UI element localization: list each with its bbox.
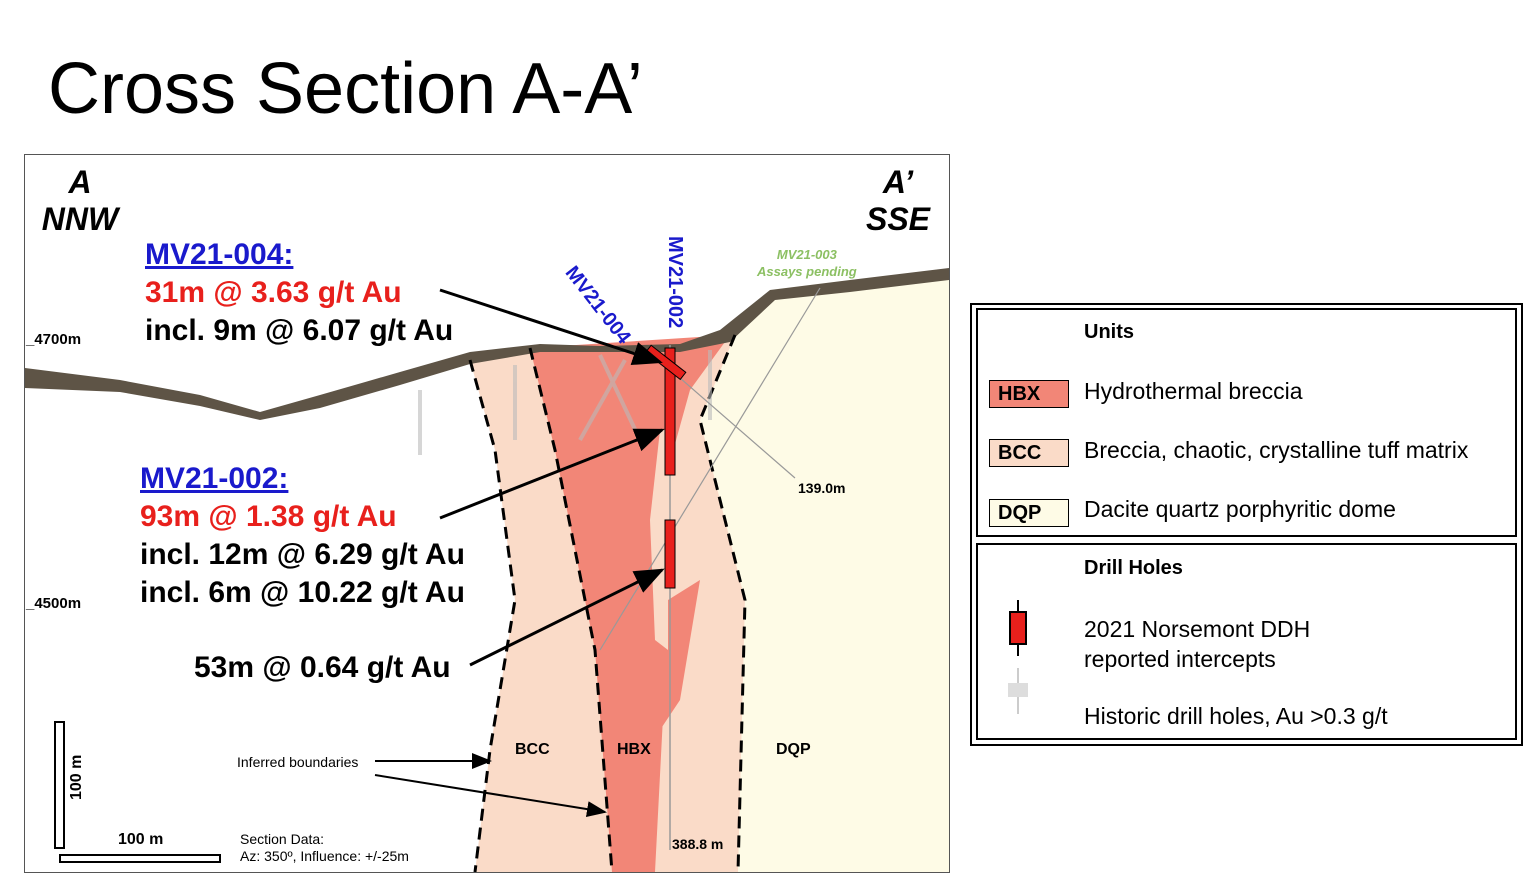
mv21-004-intercept-text: MV21-004: 31m @ 3.63 g/t Au incl. 9m @ 6… (145, 236, 453, 350)
unit-label-dqp: DQP (776, 741, 811, 758)
legend-ddh-line2: reported intercepts (1084, 646, 1276, 672)
section-end-label: A’ SSE (858, 164, 938, 238)
mv21-004-name: MV21-004: (145, 238, 294, 271)
elevation-4500: _4500m (26, 595, 82, 612)
legend-ddh-line1: 2021 Norsemont DDH (1084, 616, 1311, 642)
mv21-002-main: 93m @ 1.38 g/t Au (140, 500, 397, 533)
legend-units (976, 308, 1517, 537)
swatch-bcc: BCC (989, 439, 1069, 467)
mv21-002-incl-1: incl. 12m @ 6.29 g/t Au (140, 538, 465, 571)
mv21-002-intercept-text: MV21-002: 93m @ 1.38 g/t Au incl. 12m @ … (140, 460, 465, 612)
dqp-unit (700, 272, 949, 872)
legend-units-title: Units (1084, 321, 1134, 343)
mv21-004-trace (680, 378, 795, 478)
section-data-title: Section Data: (240, 831, 325, 847)
depth-388: 388.8 m (672, 836, 724, 852)
mv21-002-intercept-upper (665, 348, 675, 475)
elevation-4700: _4700m (26, 331, 82, 348)
mv21-002-intercept-lower (665, 520, 675, 588)
inferred-boundaries-label: Inferred boundaries (237, 754, 359, 770)
historic-hole-legend-icon (1008, 668, 1028, 714)
horizontal-scale-bar (60, 855, 220, 862)
section-end-direction: SSE (865, 201, 931, 237)
vertical-scale-bar (55, 722, 64, 848)
ddh-legend-icon (1010, 600, 1026, 656)
legend-drill-holes (976, 543, 1517, 740)
vertical-scale-label: 100 m (68, 754, 85, 800)
boundary-hbx-west (530, 348, 612, 872)
arrow-mv21-002 (440, 430, 662, 518)
legend-bcc-label: Breccia, chaotic, crystalline tuff matri… (1084, 437, 1469, 463)
unit-label-bcc: BCC (515, 741, 550, 758)
legend-historic-label: Historic drill holes, Au >0.3 g/t (1084, 703, 1388, 729)
boundary-bcc-west (470, 360, 515, 872)
legend-drill-title: Drill Holes (1084, 557, 1183, 579)
cross-section-frame (24, 154, 950, 873)
arrow-lower (470, 570, 662, 665)
mv21-002-incl-2: incl. 6m @ 10.22 g/t Au (140, 576, 465, 609)
depth-139: 139.0m (798, 480, 846, 496)
bcc-sliver (650, 430, 668, 650)
mv21-004-main: 31m @ 3.63 g/t Au (145, 276, 402, 309)
swatch-dqp: DQP (989, 499, 1069, 527)
lower-intercept-text: 53m @ 0.64 g/t Au (194, 651, 451, 684)
mv21-003-label: MV21-003 Assays pending (757, 246, 857, 280)
swatch-hbx: HBX (989, 380, 1069, 408)
boundary-dqp (700, 335, 745, 872)
legend (970, 303, 1523, 746)
section-start-letter: A (68, 164, 92, 200)
horizontal-scale-label: 100 m (118, 831, 164, 848)
mv21-002-hole-label: MV21-002 (664, 236, 686, 329)
mv21-003-note: Assays pending (757, 264, 857, 279)
arrow-inferred-2 (375, 775, 605, 812)
section-start-direction: NNW (41, 201, 119, 237)
legend-ddh-label: 2021 Norsemont DDH reported intercepts (1084, 614, 1310, 674)
section-data: Section Data: Az: 350º, Influence: +/-25… (240, 831, 409, 865)
legend-dqp-label: Dacite quartz porphyritic dome (1084, 496, 1396, 522)
mv21-002-name: MV21-002: (140, 462, 289, 495)
topography (25, 268, 949, 420)
hbx-unit (530, 335, 730, 872)
section-end-letter: A’ (882, 164, 914, 200)
mv21-004-incl: incl. 9m @ 6.07 g/t Au (145, 314, 454, 347)
section-start-label: A NNW (40, 164, 120, 238)
legend-hbx-label: Hydrothermal breccia (1084, 378, 1303, 404)
mv21-003-name: MV21-003 (776, 247, 837, 262)
arrow-mv21-004 (440, 290, 660, 362)
section-data-values: Az: 350º, Influence: +/-25m (240, 848, 409, 864)
unit-label-hbx: HBX (617, 741, 651, 758)
page-title: Cross Section A-A’ (48, 49, 643, 129)
